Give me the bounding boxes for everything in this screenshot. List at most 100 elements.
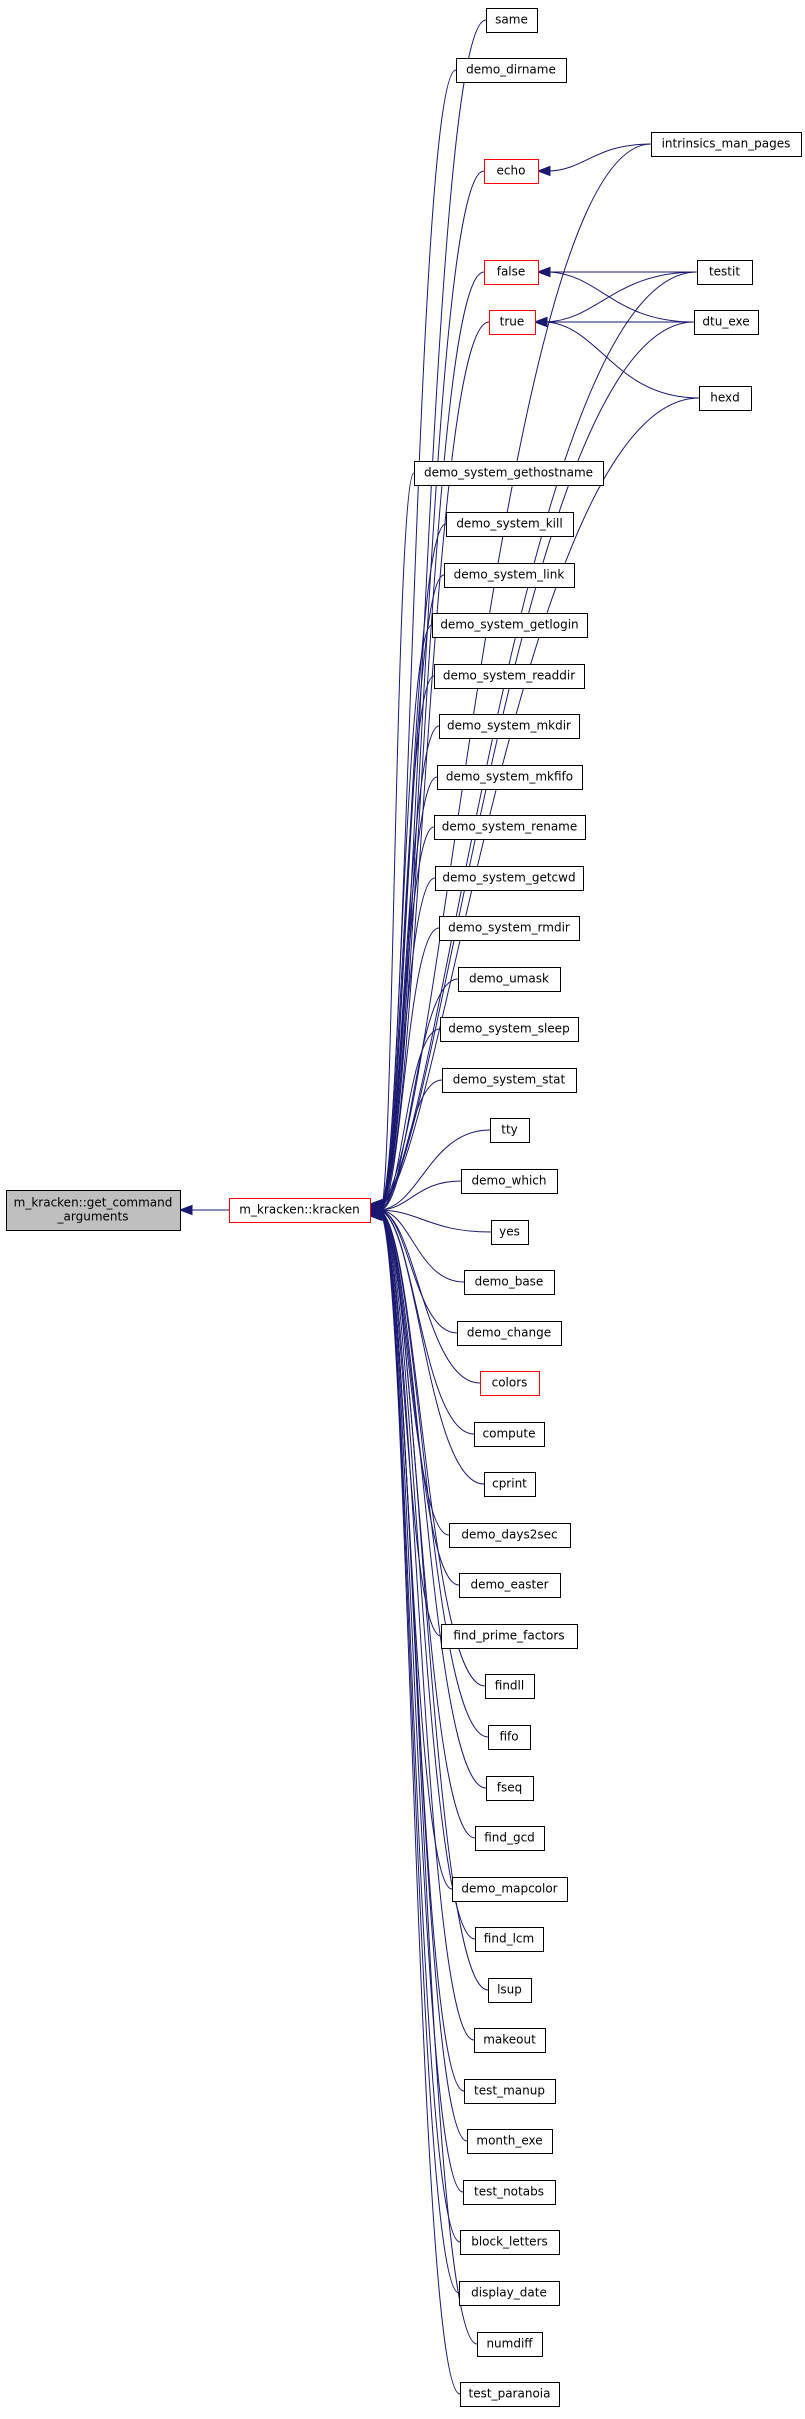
node-true[interactable]: true	[489, 310, 536, 335]
node-findll[interactable]: findll	[485, 1674, 535, 1699]
node-hexd[interactable]: hexd	[699, 386, 752, 411]
node-compute[interactable]: compute	[474, 1422, 545, 1447]
node-demo-change[interactable]: demo_change	[457, 1321, 562, 1346]
node-demo-system-stat[interactable]: demo_system_stat	[442, 1068, 577, 1093]
node-demo-days2sec[interactable]: demo_days2sec	[449, 1523, 571, 1548]
call-edge	[381, 1180, 462, 1211]
node-label: demo_system_link	[454, 568, 565, 582]
call-edge	[381, 1209, 492, 1233]
call-edge	[546, 321, 700, 399]
node-demo-system-rename[interactable]: demo_system_rename	[434, 815, 586, 840]
node-find-gcd[interactable]: find_gcd	[475, 1826, 545, 1851]
node-tty[interactable]: tty	[490, 1118, 530, 1143]
node-demo-system-readdir[interactable]: demo_system_readdir	[434, 664, 585, 689]
call-edge	[381, 321, 695, 1206]
call-edge	[381, 1210, 481, 1384]
node-label: demo_base	[475, 1275, 544, 1289]
node-label: yes	[499, 1225, 520, 1239]
node-box	[459, 2281, 560, 2306]
node-demo-system-getcwd[interactable]: demo_system_getcwd	[435, 866, 584, 891]
node-label: numdiff	[486, 2337, 533, 2351]
node-label: m_kracken::get_command	[14, 1196, 173, 1210]
node-demo-system-mkfifo[interactable]: demo_system_mkfifo	[437, 765, 583, 790]
node-fifo[interactable]: fifo	[488, 1725, 531, 1750]
node-label: same	[495, 13, 528, 27]
node-box	[486, 8, 538, 33]
node-label: find_gcd	[484, 1831, 535, 1845]
node-demo-dirname[interactable]: demo_dirname	[456, 58, 567, 83]
call-edge	[381, 472, 415, 1207]
node-demo-system-link[interactable]: demo_system_link	[444, 563, 575, 588]
node-box	[440, 1017, 579, 1042]
node-box	[461, 1169, 558, 1194]
node-box	[432, 613, 588, 638]
call-edge	[381, 1209, 465, 1283]
node-demo-umask[interactable]: demo_umask	[458, 967, 561, 992]
node-box	[489, 310, 536, 335]
arrowhead	[533, 316, 548, 328]
call-edge	[381, 927, 440, 1209]
node-demo-system-kill[interactable]: demo_system_kill	[446, 512, 574, 537]
node-intrinsics-man-pages[interactable]: intrinsics_man_pages	[651, 132, 802, 157]
node-label: demo_system_kill	[456, 517, 562, 531]
call-edge	[381, 574, 445, 1208]
arrowhead	[178, 1204, 193, 1216]
node-cprint[interactable]: cprint	[484, 1472, 536, 1497]
node-test-manup[interactable]: test_manup	[464, 2079, 556, 2104]
node-dtu-exe[interactable]: dtu_exe	[694, 310, 759, 335]
node-box	[437, 765, 583, 790]
node-demo-system-gethostname[interactable]: demo_system_gethostname	[414, 461, 604, 486]
node-yes[interactable]: yes	[491, 1220, 529, 1245]
node-test-notabs[interactable]: test_notabs	[463, 2180, 556, 2205]
node-fseq[interactable]: fseq	[486, 1776, 534, 1801]
node-display-date[interactable]: display_date	[459, 2281, 560, 2306]
arrowhead	[536, 266, 551, 278]
node-label: demo_system_stat	[453, 1073, 566, 1087]
edges-layer	[178, 19, 700, 2395]
node-demo-mapcolor[interactable]: demo_mapcolor	[452, 1877, 568, 1902]
call-edge	[381, 1213, 475, 2041]
node-demo-which[interactable]: demo_which	[461, 1169, 558, 1194]
node-demo-system-sleep[interactable]: demo_system_sleep	[440, 1017, 579, 1042]
node-box	[699, 386, 752, 411]
node-demo-system-rmdir[interactable]: demo_system_rmdir	[439, 916, 580, 941]
node-test-paranoia[interactable]: test_paranoia	[460, 2382, 560, 2407]
node-box	[444, 563, 575, 588]
node-numdiff[interactable]: numdiff	[477, 2332, 543, 2357]
node-label: test_paranoia	[469, 2387, 551, 2401]
node-box	[488, 1725, 531, 1750]
node-demo-system-mkdir[interactable]: demo_system_mkdir	[439, 714, 580, 739]
node-demo-system-getlogin[interactable]: demo_system_getlogin	[432, 613, 588, 638]
node-box	[484, 1472, 536, 1497]
node-label: fifo	[499, 1730, 518, 1744]
node-kracken[interactable]: m_kracken::kracken	[229, 1198, 371, 1223]
node-box	[449, 1523, 571, 1548]
node-echo[interactable]: echo	[484, 159, 539, 184]
node-label: demo_which	[472, 1174, 547, 1188]
node-box	[456, 58, 567, 83]
node-get-command-arguments[interactable]: m_kracken::get_command_arguments	[6, 1190, 181, 1231]
node-box	[452, 1877, 568, 1902]
node-box	[434, 815, 586, 840]
node-box	[458, 967, 561, 992]
node-same[interactable]: same	[486, 8, 538, 33]
node-testit[interactable]: testit	[697, 260, 753, 285]
node-false[interactable]: false	[484, 260, 539, 285]
node-box	[484, 159, 539, 184]
node-box	[490, 1118, 530, 1143]
node-label: demo_system_rename	[442, 820, 578, 834]
node-block-letters[interactable]: block_letters	[460, 2230, 560, 2255]
node-find-prime-factors[interactable]: find_prime_factors	[441, 1624, 578, 1649]
node-find-lcm[interactable]: find_lcm	[475, 1927, 544, 1952]
node-makeout[interactable]: makeout	[474, 2028, 546, 2053]
node-label: makeout	[483, 2033, 536, 2047]
node-box	[463, 2180, 556, 2205]
node-lsup[interactable]: lsup	[488, 1978, 532, 2003]
node-demo-base[interactable]: demo_base	[464, 1270, 555, 1295]
node-label: intrinsics_man_pages	[662, 137, 791, 151]
node-label: demo_system_readdir	[443, 669, 575, 683]
node-colors[interactable]: colors	[480, 1371, 540, 1396]
node-demo-easter[interactable]: demo_easter	[459, 1573, 561, 1598]
node-month-exe[interactable]: month_exe	[467, 2129, 553, 2154]
